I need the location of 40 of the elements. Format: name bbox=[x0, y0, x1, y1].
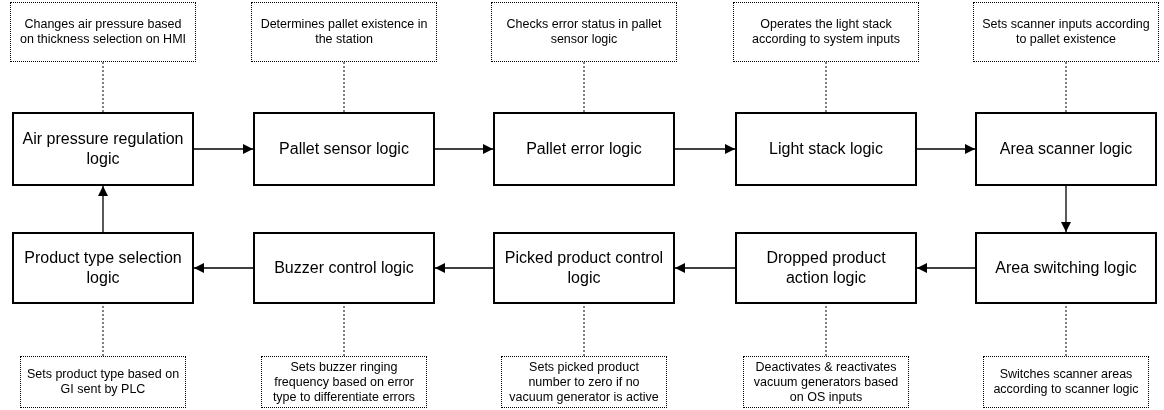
note-box: Sets picked product number to zero if no vacuum generator is active bbox=[501, 356, 667, 408]
dotted-connector bbox=[343, 303, 345, 357]
note-box: Checks error status in pallet sensor logic bbox=[491, 2, 677, 62]
process-box: Area scanner logic bbox=[975, 112, 1157, 186]
dotted-connector bbox=[825, 61, 827, 113]
process-box: Buzzer control logic bbox=[253, 232, 435, 304]
arrow bbox=[434, 143, 494, 155]
process-box: Picked product control logic bbox=[493, 232, 675, 304]
dotted-connector bbox=[583, 303, 585, 357]
arrow bbox=[193, 143, 254, 155]
note-box: Changes air pressure based on thickness selection on HMI bbox=[10, 2, 196, 62]
dotted-connector bbox=[102, 303, 104, 357]
dotted-connector bbox=[343, 61, 345, 113]
note-box: Operates the light stack according to system inputs bbox=[733, 2, 919, 62]
dotted-connector bbox=[1065, 61, 1067, 113]
note-box: Sets buzzer ringing frequency based on error type to differentiate errors bbox=[261, 356, 427, 408]
process-box: Product type selection logic bbox=[12, 232, 194, 304]
note-box: Sets scanner inputs according to pallet existence bbox=[973, 2, 1159, 62]
arrow bbox=[916, 143, 976, 155]
note-box: Determines pallet existence in the station bbox=[251, 2, 437, 62]
process-box: Light stack logic bbox=[735, 112, 917, 186]
process-box: Dropped product action logic bbox=[735, 232, 917, 304]
arrow bbox=[434, 262, 494, 274]
arrow bbox=[1060, 185, 1072, 233]
arrow bbox=[193, 262, 254, 274]
arrow bbox=[674, 143, 736, 155]
arrow bbox=[97, 185, 109, 233]
dotted-connector bbox=[102, 61, 104, 113]
note-box: Sets product type based on GI sent by PLC bbox=[20, 356, 186, 408]
process-box: Area switching logic bbox=[975, 232, 1157, 304]
dotted-connector bbox=[825, 303, 827, 357]
process-box: Air pressure regulation logic bbox=[12, 112, 194, 186]
note-box: Deactivates & reactivates vacuum generators based on OS inputs bbox=[743, 356, 909, 408]
arrow bbox=[916, 262, 976, 274]
process-box: Pallet sensor logic bbox=[253, 112, 435, 186]
process-box: Pallet error logic bbox=[493, 112, 675, 186]
note-box: Switches scanner areas according to scanner logic bbox=[983, 356, 1149, 408]
dotted-connector bbox=[1065, 303, 1067, 357]
arrow bbox=[674, 262, 736, 274]
dotted-connector bbox=[583, 61, 585, 113]
